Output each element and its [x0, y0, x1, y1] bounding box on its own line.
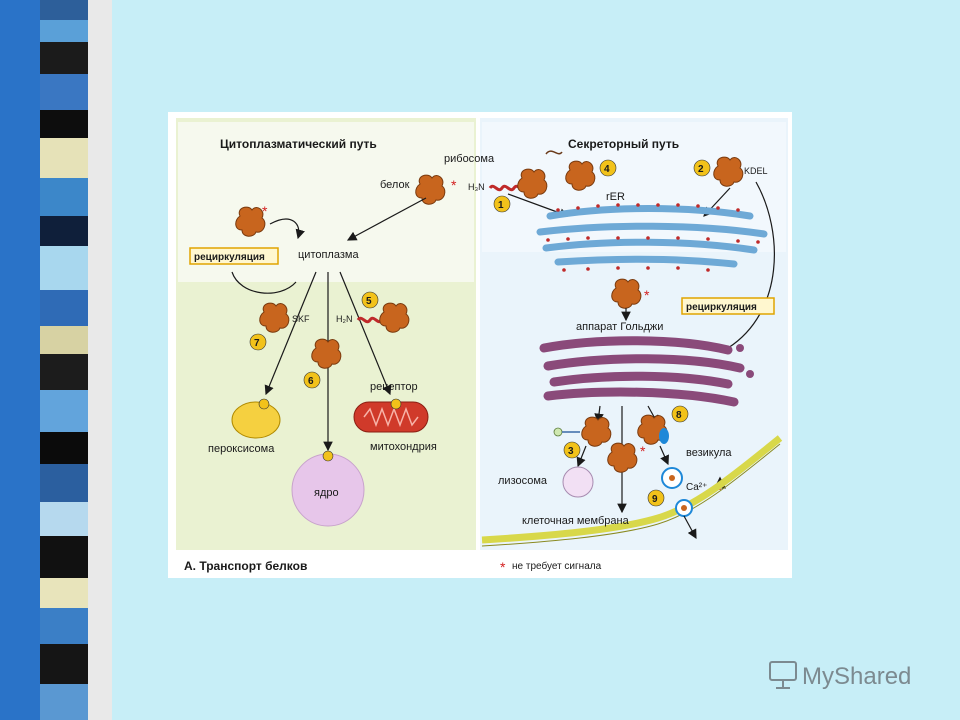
asterisk-icon-4: *: [640, 443, 646, 459]
cell-membrane-label: клеточная мембрана: [522, 515, 630, 527]
vesicle-label: везикула: [686, 447, 732, 459]
stripe-segments: [40, 0, 88, 720]
presentation-icon: [769, 661, 797, 689]
coil-icon: [545, 150, 563, 155]
signal-peptide-5: [356, 316, 384, 324]
lysosome-shape: [562, 466, 594, 498]
golgi-label: аппарат Гольджи: [576, 321, 663, 333]
recycling-box-right: [681, 297, 775, 315]
number-3-badge: [563, 441, 581, 459]
h2n-label: H₂N: [336, 314, 353, 324]
right-title: Секреторный путь: [568, 137, 679, 151]
number-9: 9: [652, 494, 658, 505]
cytoplasm-label: цитоплазма: [298, 249, 359, 261]
watermark-svg: MyShared: [769, 661, 911, 690]
recycling-label-right: рециркуляция: [686, 302, 757, 313]
number-7-badge: [249, 333, 267, 351]
number-6-badge: [303, 371, 321, 389]
recycling-label-left: рециркуляция: [194, 252, 265, 263]
number-4: 4: [604, 164, 610, 175]
ca-label: Ca²⁺: [686, 482, 707, 493]
number-6: 6: [308, 376, 314, 387]
golgi-vesicle-1: [736, 344, 744, 352]
ribosome-label: рибосома: [444, 153, 495, 165]
arrow-to-mitochondria: [339, 271, 392, 396]
golgi-apparatus: [539, 336, 745, 407]
stripe-bars: [0, 0, 112, 720]
number-1-badge: [493, 195, 511, 213]
exocytosis-cargo: [681, 505, 687, 511]
number-5-badge: [361, 291, 379, 309]
receptor-r-nucleus: [322, 450, 334, 462]
mitochondria-shape: [353, 401, 429, 433]
recycling-box-left: [189, 247, 279, 265]
mitochondria-label: митохондрия: [370, 441, 437, 453]
rough-er: [536, 205, 768, 268]
watermark-text: MyShared: [802, 663, 911, 690]
ribosome-dots: [546, 203, 760, 272]
arrow-to-lysosome: [576, 445, 587, 468]
figure-caption: А. Транспорт белков: [184, 559, 307, 573]
number-7: 7: [254, 338, 260, 349]
asterisk-icon: *: [451, 177, 457, 193]
number-2: 2: [698, 164, 704, 175]
number-2-badge: [693, 159, 711, 177]
legend-text: не требует сигнала: [512, 560, 602, 572]
h3n-label: H₃N: [468, 182, 485, 192]
golgi-vesicle-2: [746, 370, 754, 378]
arrow-exocytosis: [683, 515, 697, 540]
number-3: 3: [568, 446, 574, 457]
arrow-to-peroxisome: [264, 271, 317, 396]
arrow-to-cytoplasm: [346, 197, 427, 241]
recycle-path-right: [727, 181, 775, 349]
number-4-badge: [599, 159, 617, 177]
receptor-r-mito: [390, 398, 402, 410]
receptor-r-perox: [258, 398, 270, 410]
asterisk-icon-2: *: [262, 203, 268, 219]
number-1: 1: [498, 200, 504, 211]
rer-label: rER: [606, 191, 625, 203]
legend-asterisk-icon: *: [500, 559, 506, 575]
decorative-stripe: [0, 0, 112, 720]
number-9-badge: [647, 489, 665, 507]
recycle-arrow-top: [269, 218, 305, 240]
protein-transport-figure: Цитоплазматический путь Секреторный путь…: [168, 112, 792, 578]
ligand-dot: [553, 427, 563, 437]
peroxisome-label: пероксисома: [208, 443, 275, 455]
number-8: 8: [676, 410, 682, 421]
number-8-badge: [671, 405, 689, 423]
protein-label: белок: [380, 179, 410, 191]
receptor-label: рецептор: [370, 381, 418, 393]
peroxisome-shape: [231, 401, 281, 439]
vesicle-marker: [659, 428, 669, 444]
nucleus-label: ядро: [314, 487, 339, 499]
asterisk-icon-3: *: [644, 287, 650, 303]
lysosome-label: лизосома: [498, 475, 548, 487]
cell-membrane-shape: [481, 435, 783, 544]
number-5: 5: [366, 296, 372, 307]
figure-canvas: Цитоплазматический путь Секреторный путь…: [168, 112, 792, 578]
recycle-arrow-bottom: [231, 271, 297, 294]
vesicle-cargo: [669, 475, 675, 481]
arrow-to-vesicle: [659, 445, 669, 466]
watermark: MyShared: [766, 656, 936, 696]
left-title: Цитоплазматический путь: [220, 137, 377, 151]
skf-label: SKF: [292, 314, 310, 324]
kdel-label: KDEL: [744, 166, 768, 176]
cell-membrane-edge: [481, 443, 781, 547]
